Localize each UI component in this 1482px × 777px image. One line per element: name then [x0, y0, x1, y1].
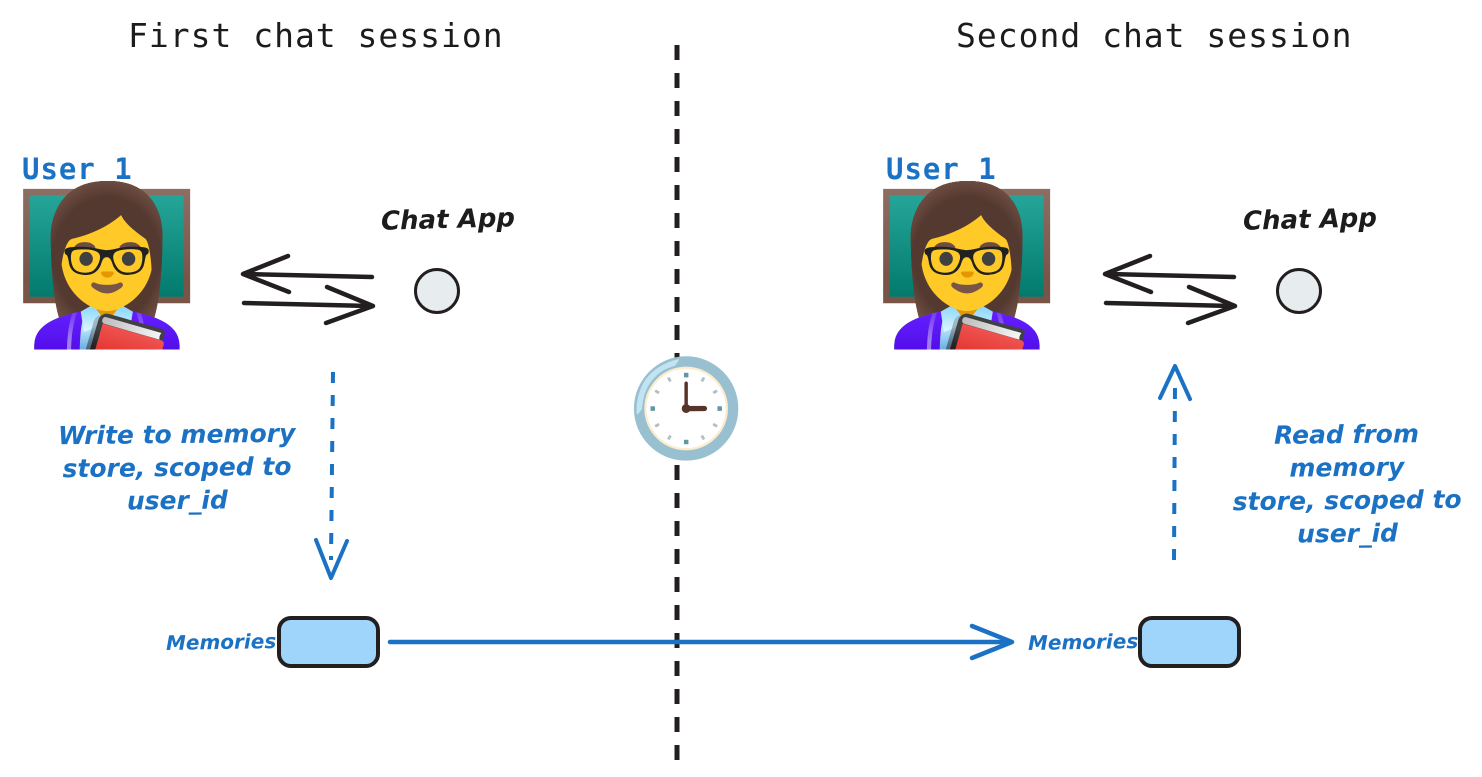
memories-box-right — [1138, 616, 1241, 668]
user-label-right: User 1 — [886, 152, 997, 186]
clock-icon: 🕒 — [627, 354, 746, 464]
chat-app-node-right — [1276, 268, 1322, 314]
read-from-memory-arrow — [1158, 364, 1192, 561]
exchange-arrow-right-top — [1102, 253, 1237, 295]
woman-teacher-icon: 👩‍🏫 — [12, 177, 202, 354]
memories-label-right: Memories — [1027, 629, 1139, 655]
user-label-left: User 1 — [22, 152, 133, 186]
memories-label-left: Memories — [165, 629, 277, 655]
chat-app-label-left: Chat App — [380, 203, 516, 237]
session-title-left: First chat session — [128, 16, 504, 55]
session-title-right: Second chat session — [956, 16, 1353, 55]
write-to-memory-arrow — [314, 371, 349, 580]
woman-teacher-icon: 👩‍🏫 — [872, 177, 1062, 354]
read-annotation: Read from memory store, scoped to user_i… — [1232, 419, 1462, 549]
memory-persistence-arrow — [387, 623, 1015, 661]
exchange-arrow-left-bottom — [241, 284, 376, 326]
memories-box-left — [277, 616, 380, 668]
chat-app-node-left — [414, 268, 460, 314]
write-annotation: Write to memory store, scoped to user_id — [57, 418, 296, 516]
exchange-arrow-left-top — [240, 253, 375, 295]
exchange-arrow-right-bottom — [1103, 284, 1238, 326]
chat-app-label-right: Chat App — [1242, 203, 1378, 237]
